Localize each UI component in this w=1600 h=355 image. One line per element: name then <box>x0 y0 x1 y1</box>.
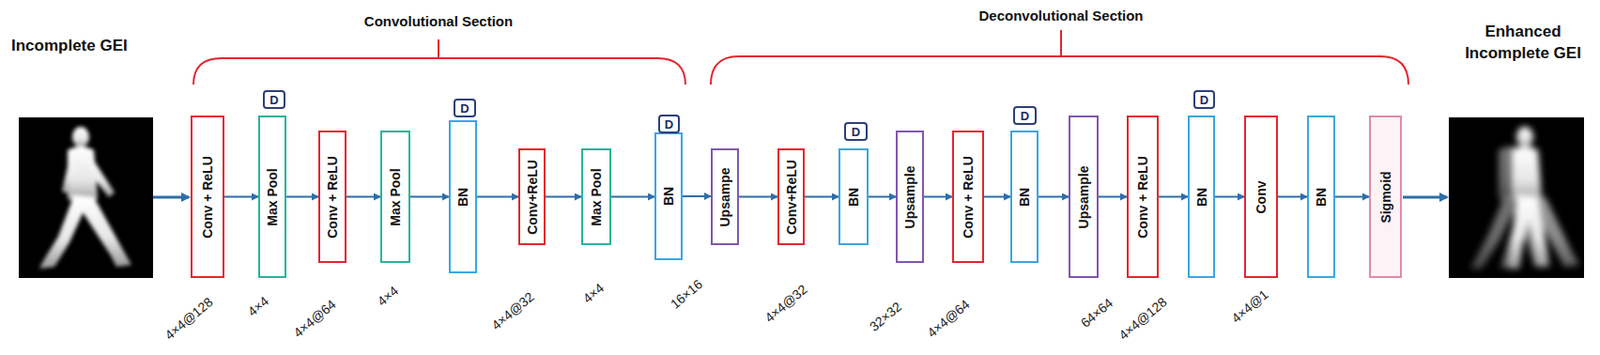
dimension-label: 16×16 <box>667 276 706 312</box>
layer-label: Conv <box>1253 180 1269 214</box>
dimension-label: 4×4@128 <box>161 293 216 343</box>
layer-label: Max Pool <box>264 168 280 226</box>
flow-arrow <box>476 196 519 199</box>
dimension-label: 4×4 <box>245 292 272 320</box>
dimension-label: 4×4 <box>580 279 607 307</box>
badge-label: D <box>851 124 861 139</box>
flow-arrow <box>286 196 319 199</box>
layer-label: BN <box>1313 186 1329 206</box>
dimension-label: 32×32 <box>866 298 905 335</box>
layer-label: BN <box>455 186 471 206</box>
batchnorm-box: BN <box>448 120 477 274</box>
dimension-label: 64×64 <box>1077 294 1116 331</box>
dropout-badge: D <box>453 98 477 118</box>
section-title: Convolutional Section <box>364 13 513 30</box>
dropout-badge: D <box>658 114 680 134</box>
dropout-badge: D <box>1013 106 1037 125</box>
layer-label: BN <box>1194 186 1210 206</box>
flow-arrow <box>545 196 582 199</box>
layer-label: Conv+ReLU <box>784 159 800 235</box>
layer-label: Conv + ReLU <box>324 155 340 239</box>
flow-arrow <box>1335 196 1370 199</box>
batchnorm-box: BN <box>838 148 869 246</box>
pool-layer-box: Max Pool <box>581 148 612 246</box>
flow-arrow <box>682 195 711 198</box>
flow-arrow <box>984 196 1011 199</box>
flow-arrow <box>1277 196 1308 199</box>
layer-label: BN <box>1016 186 1032 206</box>
batchnorm-box: BN <box>1307 115 1336 278</box>
input-gei-image <box>18 117 154 278</box>
output-gei-image <box>1448 117 1585 278</box>
layer-label: Sigmoid <box>1378 170 1394 223</box>
section-bracket <box>710 30 1409 85</box>
dimension-label: 4×4@32 <box>761 281 810 326</box>
dimension-label: 4×4 <box>374 282 401 309</box>
flow-arrow <box>804 196 839 199</box>
badge-label: D <box>460 101 469 116</box>
upsample-box: Upsample <box>895 130 924 263</box>
layer-label: Max Pool <box>588 168 604 226</box>
dimension-label: 4×4@1 <box>1228 286 1271 326</box>
flow-arrow <box>1098 196 1127 199</box>
sigmoid-box: Sigmoid <box>1369 115 1402 278</box>
image-caption: Enhanced Incomplete GEI <box>1453 21 1593 65</box>
conv-layer-box: Conv <box>1244 115 1278 278</box>
batchnorm-box: BN <box>1187 115 1216 278</box>
flow-arrow <box>1158 196 1188 199</box>
conv-layer-box: Conv + ReLU <box>1126 115 1159 278</box>
flow-arrow <box>224 196 259 199</box>
dimension-label: 4×4@32 <box>488 289 537 334</box>
batchnorm-box: BN <box>654 132 683 261</box>
badge-label: D <box>1200 92 1209 108</box>
flow-arrow <box>923 196 953 199</box>
section-bracket <box>193 39 686 85</box>
dropout-badge: D <box>1193 90 1216 109</box>
upsample-box: Upsample <box>1068 115 1099 278</box>
flow-arrow <box>611 196 655 199</box>
layer-label: Conv + ReLU <box>1135 155 1151 239</box>
flow-arrow <box>738 196 778 199</box>
input-arrow <box>153 196 189 200</box>
badge-label: D <box>1020 108 1030 124</box>
layer-label: BN <box>661 186 677 206</box>
conv-layer-box: Conv + ReLU <box>318 130 347 263</box>
output-arrow <box>1402 196 1447 200</box>
flow-arrow <box>410 196 449 199</box>
layer-label: BN <box>846 186 862 206</box>
layer-label: Conv + ReLU <box>960 155 976 239</box>
conv-layer-box: Conv + ReLU <box>952 130 985 263</box>
flow-arrow <box>1215 196 1245 199</box>
layer-label: Upsampe <box>717 167 733 227</box>
dropout-badge: D <box>262 90 286 109</box>
flow-arrow <box>346 196 381 199</box>
flow-arrow <box>1038 196 1069 199</box>
dimension-label: 4×4@128 <box>1115 293 1170 343</box>
layer-label: Upsample <box>1076 165 1092 229</box>
badge-label: D <box>664 117 674 132</box>
badge-label: D <box>269 92 278 108</box>
flow-arrow <box>868 196 896 199</box>
section-title: Deconvolutional Section <box>978 7 1143 24</box>
conv-layer-box: Conv+ReLU <box>777 148 805 246</box>
dimension-label: 4×4@64 <box>923 296 972 341</box>
layer-label: Conv+ReLU <box>524 159 540 235</box>
pool-layer-box: Max Pool <box>380 130 411 263</box>
pool-layer-box: Max Pool <box>258 115 287 278</box>
layer-label: Max Pool <box>387 168 403 226</box>
dropout-badge: D <box>844 122 868 141</box>
image-caption: Incomplete GEI <box>11 36 128 56</box>
upsample-box: Upsampe <box>710 148 739 246</box>
dimension-label: 4×4@64 <box>290 296 339 341</box>
batchnorm-box: BN <box>1010 130 1039 263</box>
layer-label: Conv + ReLU <box>200 155 216 239</box>
conv-layer-box: Conv + ReLU <box>190 115 225 278</box>
conv-layer-box: Conv+ReLU <box>518 148 546 246</box>
layer-label: Upsample <box>902 165 918 229</box>
